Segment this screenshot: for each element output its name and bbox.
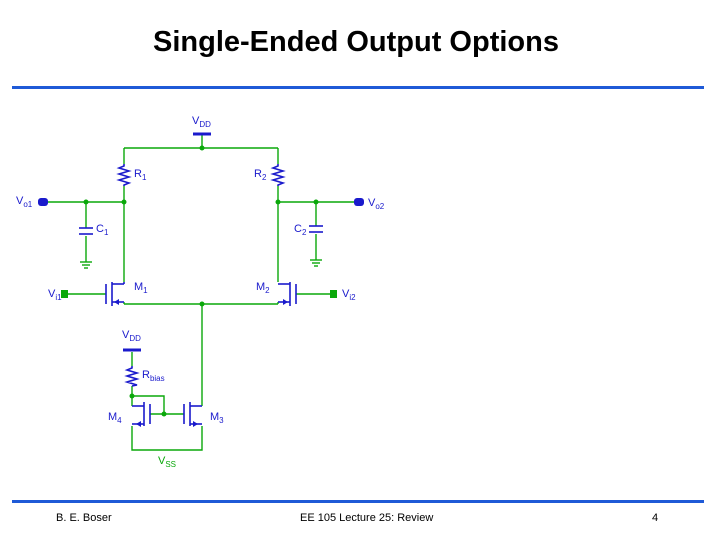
transistor-m4 <box>132 402 151 427</box>
label-r2: R2 <box>254 168 267 182</box>
wire-vo2 <box>278 201 354 260</box>
label-rbias: Rbias <box>142 369 165 383</box>
transistor-m3 <box>183 402 202 427</box>
wire-vo1 <box>48 201 124 262</box>
label-vo1: Vo1 <box>16 195 33 209</box>
vo2-pin <box>354 198 364 206</box>
label-vdd-bias: VDD <box>122 329 141 343</box>
label-vo2: Vo2 <box>368 197 385 211</box>
vi2-pin <box>330 290 337 298</box>
top-rule <box>12 86 704 89</box>
slide-title: Single-Ended Output Options <box>153 26 559 58</box>
resistor-r2 <box>270 164 286 186</box>
label-vi1: Vi1 <box>48 288 62 302</box>
label-r1: R1 <box>134 168 147 182</box>
vi1-pin <box>61 290 68 298</box>
capacitor-c1 <box>79 227 93 235</box>
capacitor-c2 <box>309 225 323 233</box>
label-vdd-top: VDD <box>192 115 211 129</box>
junction-nodes <box>83 145 319 417</box>
footer-lecture: EE 105 Lecture 25: Review <box>300 512 434 524</box>
resistor-r1 <box>116 164 132 186</box>
label-m1: M1 <box>134 281 148 295</box>
label-m2: M2 <box>256 281 270 295</box>
transistor-m1 <box>105 282 125 306</box>
footer-page-number: 4 <box>652 512 659 524</box>
footer-author: B. E. Boser <box>56 512 112 524</box>
ground-c2 <box>310 259 322 267</box>
ground-c1 <box>80 261 92 269</box>
wires <box>48 134 354 451</box>
transistor-m2 <box>278 282 297 306</box>
label-m4: M4 <box>108 411 122 425</box>
wire-bias <box>131 352 165 414</box>
label-c1: C1 <box>96 223 109 237</box>
bottom-rule <box>12 500 704 503</box>
label-vi2: Vi2 <box>342 288 356 302</box>
resistor-rbias <box>124 366 140 387</box>
vo1-pin <box>38 198 48 206</box>
wire-vss <box>131 426 203 451</box>
label-m3: M3 <box>210 411 224 425</box>
label-c2: C2 <box>294 223 307 237</box>
labels: VDD R1 R2 Vo1 Vo2 C1 C2 Vi1 Vi2 M1 M2 VD… <box>16 115 385 469</box>
label-vss: VSS <box>158 455 176 469</box>
devices <box>38 132 364 427</box>
